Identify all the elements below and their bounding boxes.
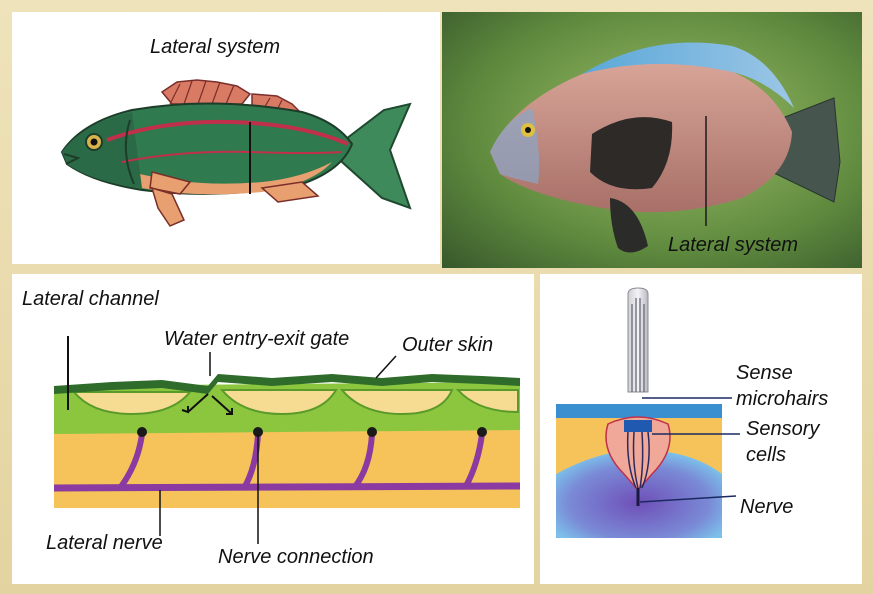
outer-skin-label: Outer skin [402,334,493,356]
sensory-line2: cells [746,442,819,468]
cross-section-panel: Lateral channel Water entry-exit gate Ou… [12,274,534,584]
sense-line1: Sense [736,360,828,386]
nerve-connection-label: Nerve connection [218,546,374,568]
sensory-line1: Sensory [746,416,819,442]
fish-photo-panel: Lateral system [442,12,862,268]
nerve-label: Nerve [740,496,793,518]
sensory-cells-label: Sensory cells [746,416,819,468]
sense-line2: microhairs [736,386,828,412]
fish-drawing-panel: Lateral system [12,12,440,264]
fish-drawing-label: Lateral system [150,36,280,58]
fish-photo-label: Lateral system [668,234,798,256]
lateral-channel-label: Lateral channel [22,288,159,310]
sensory-cell-panel: Sense microhairs Sensory cells Nerve [540,274,862,584]
sense-microhairs-label: Sense microhairs [736,360,828,412]
fish-photo [442,12,862,268]
water-gate-label: Water entry-exit gate [164,328,349,350]
lateral-nerve-label: Lateral nerve [46,532,163,554]
